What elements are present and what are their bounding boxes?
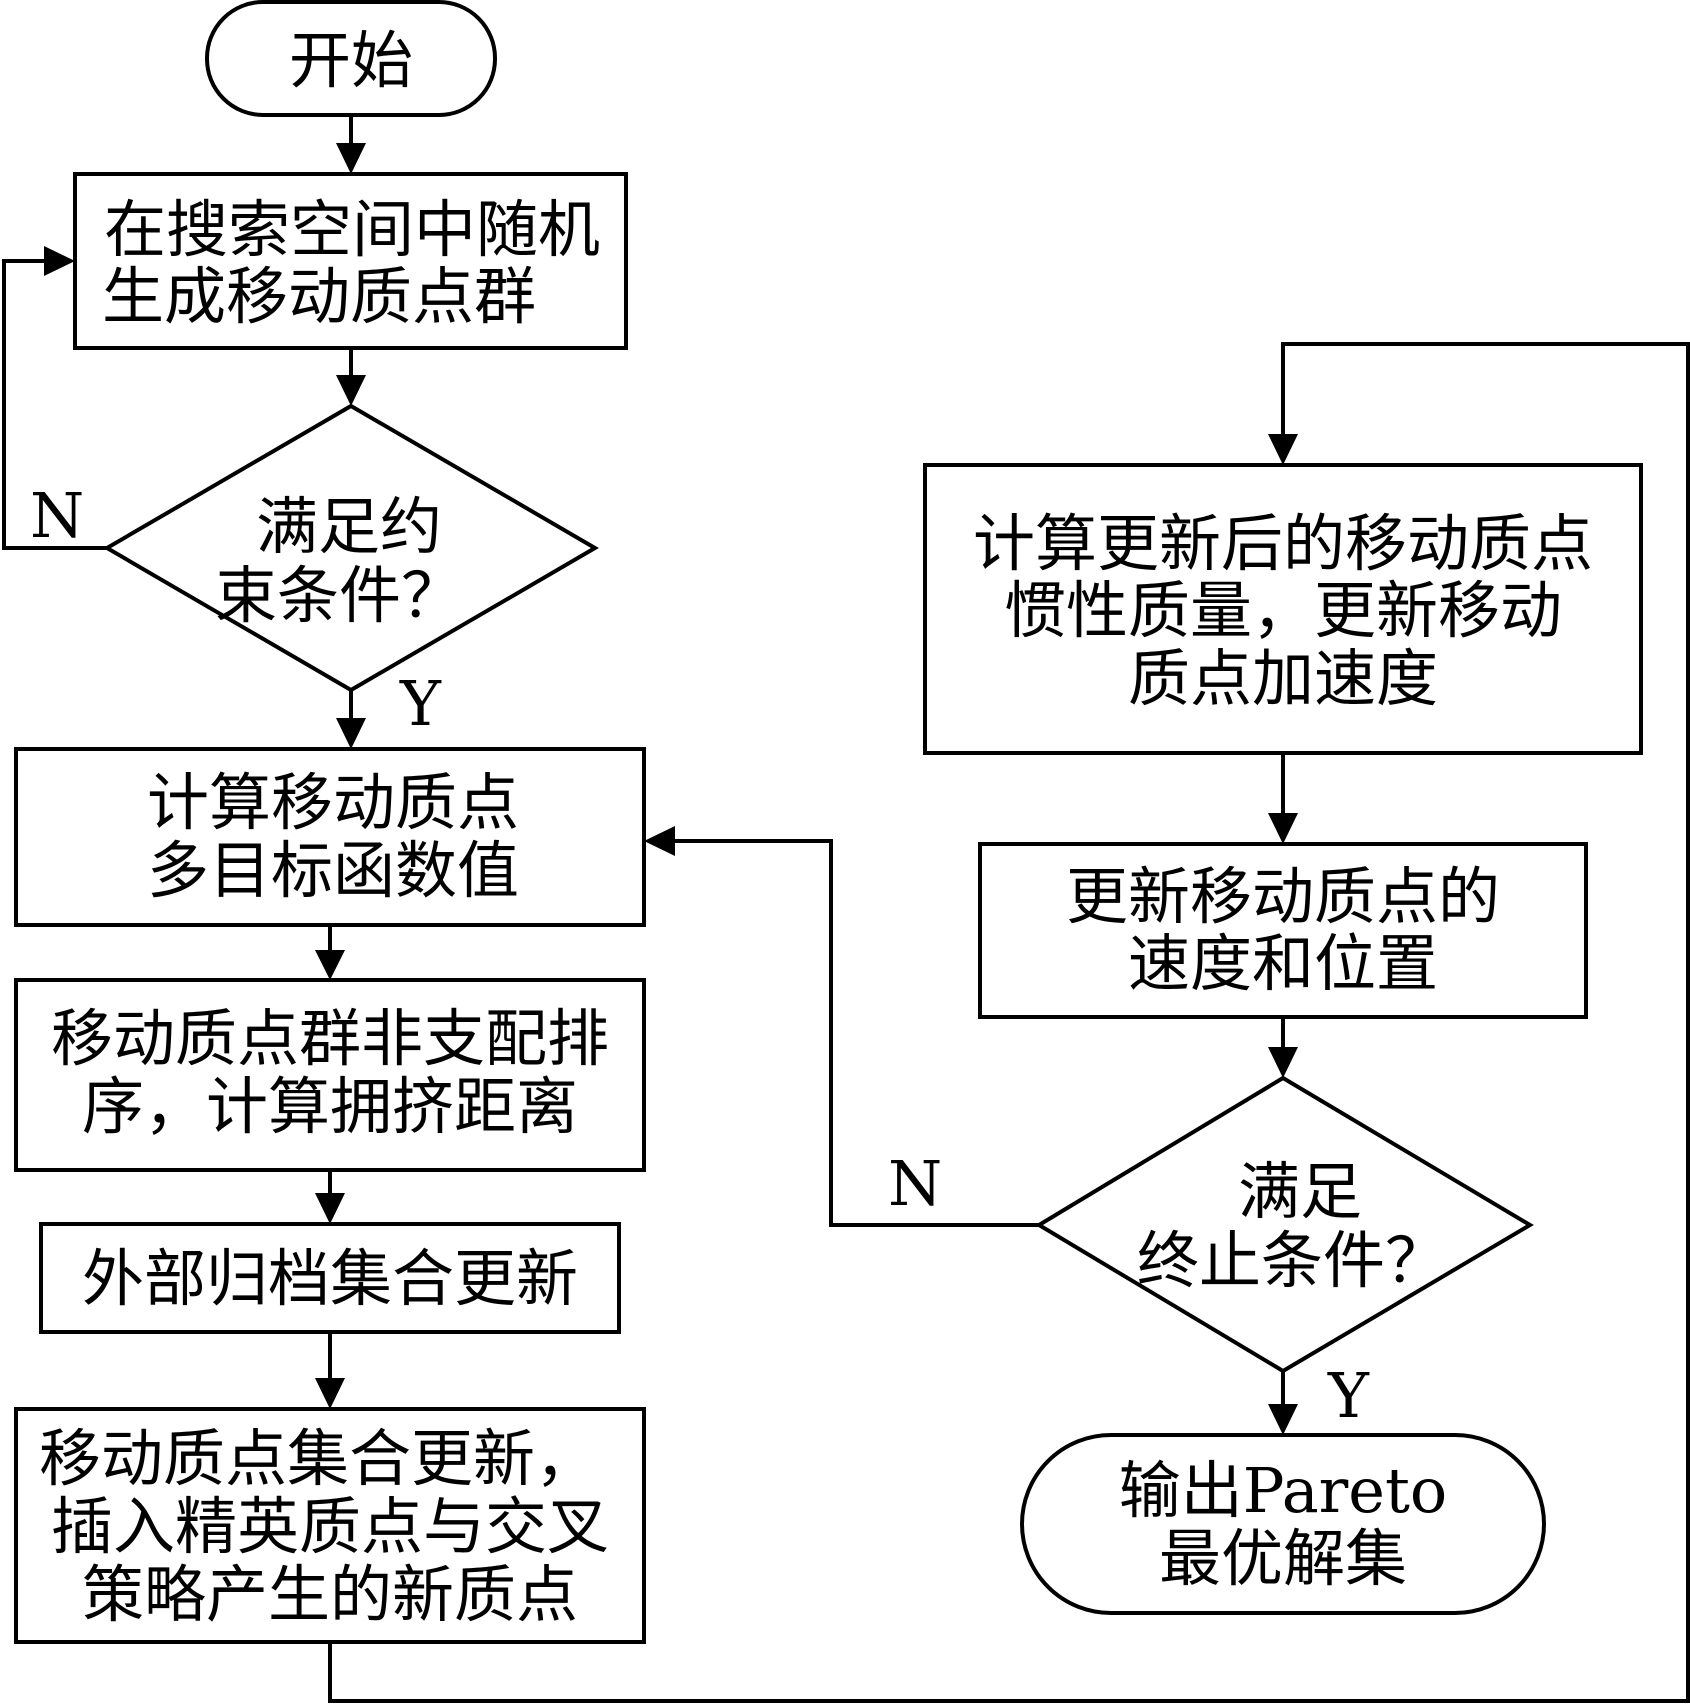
edge-update-to-mass bbox=[328, 342, 1690, 1703]
output-terminal bbox=[1020, 1433, 1546, 1615]
arrowhead bbox=[315, 1193, 345, 1224]
stop-decision bbox=[1035, 1075, 1534, 1374]
shapes bbox=[14, 0, 1643, 1644]
sort-line-2: 序，计算拥挤距离 bbox=[82, 1070, 578, 1143]
stop-label-line-1: 满足 bbox=[1238, 1155, 1362, 1228]
arrowhead bbox=[1268, 813, 1298, 844]
calc-mass-line-2: 惯性质量，更新移动 bbox=[1004, 574, 1562, 647]
init-label-line-1: 在搜索空间中随机 bbox=[104, 193, 600, 266]
update-set-line-3: 策略产生的新质点 bbox=[82, 1558, 578, 1631]
node-labels: 开始 在搜索空间中随机 生成移动质点群 满足约 束条件？ 计算移动质点 多目标函… bbox=[39, 24, 1593, 1631]
update-velocity-line-2: 速度和位置 bbox=[1128, 927, 1438, 1000]
connectors bbox=[2, 115, 1690, 1703]
archive-box bbox=[39, 1222, 621, 1334]
constraint-decision bbox=[103, 403, 599, 693]
sort-line-1: 移动质点群非支配排 bbox=[51, 1002, 609, 1075]
edge-labels: N Y N Y bbox=[30, 479, 1370, 1432]
arrowhead bbox=[336, 375, 366, 406]
init-label-line-2: 生成移动质点群 bbox=[102, 260, 536, 333]
calc-objectives-box bbox=[14, 747, 646, 927]
start-terminal bbox=[205, 0, 497, 117]
constraint-no-label: N bbox=[30, 479, 84, 552]
arrowhead bbox=[644, 826, 675, 856]
arrowhead bbox=[1268, 434, 1298, 465]
arrowhead bbox=[44, 246, 75, 276]
update-velocity-box bbox=[978, 842, 1588, 1019]
output-line-2: 最优解集 bbox=[1159, 1522, 1407, 1595]
arrowhead bbox=[1268, 1404, 1298, 1435]
output-line-1: 输出Pareto bbox=[1119, 1454, 1447, 1527]
constraint-label-line-2: 束条件？ bbox=[215, 559, 463, 632]
start-label: 开始 bbox=[289, 24, 413, 97]
calc-mass-line-3: 质点加速度 bbox=[1128, 642, 1438, 715]
update-velocity-line-1: 更新移动质点的 bbox=[1066, 860, 1500, 933]
archive-label: 外部归档集合更新 bbox=[82, 1242, 578, 1315]
stop-yes-label: Y bbox=[1327, 1359, 1370, 1432]
calc-objectives-line-2: 多目标函数值 bbox=[147, 834, 519, 907]
arrowhead bbox=[1268, 1047, 1298, 1078]
update-set-line-2: 插入精英质点与交叉 bbox=[51, 1490, 609, 1563]
calc-objectives-line-1: 计算移动质点 bbox=[147, 766, 519, 839]
arrowhead bbox=[336, 143, 366, 174]
arrowhead bbox=[336, 718, 366, 749]
stop-label-line-2: 终止条件？ bbox=[1137, 1224, 1447, 1297]
sort-box bbox=[14, 978, 646, 1172]
calc-mass-box bbox=[923, 463, 1643, 755]
arrowhead bbox=[315, 950, 345, 980]
constraint-yes-label: Y bbox=[399, 667, 442, 740]
arrowhead bbox=[315, 1378, 345, 1409]
stop-no-label: N bbox=[888, 1147, 942, 1220]
edge-stop-no-loop bbox=[675, 839, 1039, 1227]
update-set-box bbox=[14, 1407, 646, 1644]
edge-constraint-no-loop bbox=[2, 259, 107, 550]
calc-mass-line-1: 计算更新后的移动质点 bbox=[973, 507, 1593, 580]
constraint-label-line-1: 满足约 bbox=[256, 490, 442, 563]
update-set-line-1: 移动质点集合更新， bbox=[39, 1422, 597, 1495]
init-process-box bbox=[73, 172, 628, 350]
